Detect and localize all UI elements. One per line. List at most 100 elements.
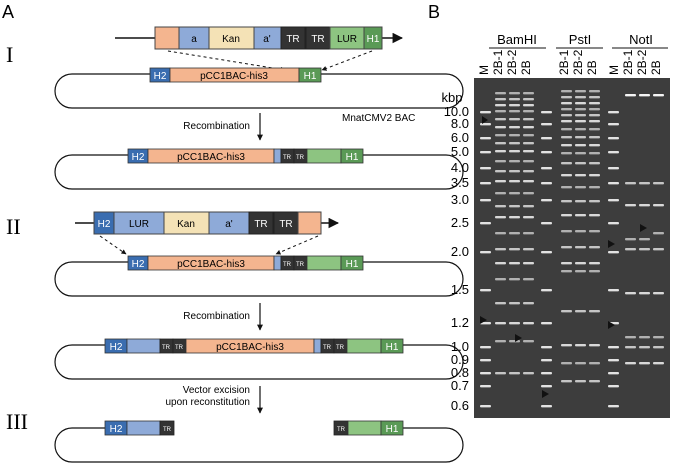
gel-band xyxy=(589,262,600,265)
gel-band xyxy=(561,310,572,313)
gel-band xyxy=(589,270,600,273)
gel-band xyxy=(589,174,600,177)
gel-band xyxy=(625,292,636,295)
gel-band xyxy=(541,182,552,185)
bac-2-tr-1-label: TR xyxy=(283,155,292,161)
gel-band xyxy=(495,278,506,281)
gel-band xyxy=(523,110,534,113)
cassette-2-lur-label: LUR xyxy=(129,219,149,230)
ladder-tick-label: 2.5 xyxy=(451,215,469,230)
gel-band xyxy=(589,344,600,347)
homology-arrow xyxy=(321,50,373,71)
gel-band xyxy=(561,214,572,217)
lane-label-psti-2b-1: 2B-1 xyxy=(557,49,571,75)
gel-band xyxy=(639,238,650,241)
lane-label-psti-2b: 2B xyxy=(585,60,599,75)
gel-band xyxy=(495,248,506,251)
gel-band xyxy=(509,142,520,145)
bac-4-tr-4-label: TR xyxy=(336,345,345,351)
gel-band xyxy=(495,142,506,145)
gel-band xyxy=(561,120,572,123)
gel-band xyxy=(541,111,552,114)
gel-band xyxy=(509,126,520,129)
panel-b-label: B xyxy=(428,2,440,22)
band-pointer-arrow xyxy=(482,116,488,124)
bac-4-h1-label: H1 xyxy=(386,342,399,353)
gel-band xyxy=(589,90,600,93)
stage-2-label: II xyxy=(6,214,21,239)
gel-band xyxy=(625,204,636,207)
gel-band xyxy=(561,230,572,233)
gel-band xyxy=(509,340,520,343)
lane-label-noti-2b-1: 2B-1 xyxy=(621,49,635,75)
bac-2-backbone-label: pCC1BAC-his3 xyxy=(177,152,245,163)
panel-a-label: A xyxy=(2,2,14,22)
gel-band xyxy=(480,182,491,185)
gel-band xyxy=(561,96,572,99)
gel-band xyxy=(561,90,572,93)
gel-band xyxy=(495,150,506,153)
ladder-tick-label: 4.0 xyxy=(451,160,469,175)
seg-tr-2-label: TR xyxy=(311,34,324,45)
gel-band xyxy=(561,380,572,383)
bac-1-h1-label: H1 xyxy=(304,71,317,82)
ladder-tick-label: 2.0 xyxy=(451,244,469,259)
gel-band xyxy=(509,92,520,95)
gel-band xyxy=(608,372,619,375)
enzyme-noti-label: NotI xyxy=(629,32,653,47)
gel-band xyxy=(653,292,664,295)
homology-arrow xyxy=(275,235,319,255)
gel-band xyxy=(575,114,586,117)
gel-band xyxy=(480,289,491,292)
gel-band xyxy=(523,340,534,343)
gel-band xyxy=(509,98,520,101)
gel-band xyxy=(625,336,636,339)
bac-1: H2 pCC1BAC-his3 H1 xyxy=(54,67,464,109)
gel-band xyxy=(561,262,572,265)
gel-band xyxy=(495,216,506,219)
bac-4-backbone-label: pCC1BAC-his3 xyxy=(216,342,284,353)
bac-2-tr-2-label: TR xyxy=(296,155,305,161)
gel-band xyxy=(523,92,534,95)
homology-arrow xyxy=(99,235,127,255)
band-pointer-arrow xyxy=(608,321,615,329)
gel-band xyxy=(561,270,572,273)
gel-band xyxy=(608,405,619,408)
band-pointer-arrow xyxy=(515,334,522,342)
gel-band xyxy=(495,322,506,325)
ladder-tick-label: 0.7 xyxy=(451,378,469,393)
gel-band xyxy=(575,128,586,131)
gel-band xyxy=(541,251,552,254)
enzyme-psti-label: PstI xyxy=(569,32,591,47)
gel-band xyxy=(639,346,650,349)
gel-band xyxy=(480,251,491,254)
band-pointer-arrow xyxy=(640,224,647,232)
cassette-2-h2-label: H2 xyxy=(98,219,111,230)
gel-band xyxy=(653,362,664,365)
gel-band xyxy=(523,98,534,101)
gel-band xyxy=(495,92,506,95)
gel-band xyxy=(589,108,600,111)
gel-band xyxy=(480,111,491,114)
gel-band xyxy=(480,346,491,349)
gel-band xyxy=(523,180,534,183)
bac-3-h2-label: H2 xyxy=(132,259,145,270)
gel-band xyxy=(561,108,572,111)
gel-band xyxy=(523,150,534,153)
gel-band xyxy=(541,346,552,349)
bac-5-h1-label: H1 xyxy=(386,424,399,435)
gel-band xyxy=(608,123,619,126)
lane-label-psti-2b-2: 2B-2 xyxy=(571,49,585,75)
gel-band xyxy=(575,136,586,139)
gel-band xyxy=(495,262,506,265)
gel-band xyxy=(495,110,506,113)
gel-band xyxy=(589,230,600,233)
bac-1-backbone-label: pCC1BAC-his3 xyxy=(200,71,268,82)
gel-band xyxy=(523,134,534,137)
gel-image xyxy=(474,78,670,418)
gel-band xyxy=(608,359,619,362)
bac-1-h2-label: H2 xyxy=(154,71,167,82)
cassette-2: H2 LUR Kan a' TR TR xyxy=(75,211,340,235)
bac-2-h1-label: H1 xyxy=(346,152,359,163)
gel-band xyxy=(480,151,491,154)
